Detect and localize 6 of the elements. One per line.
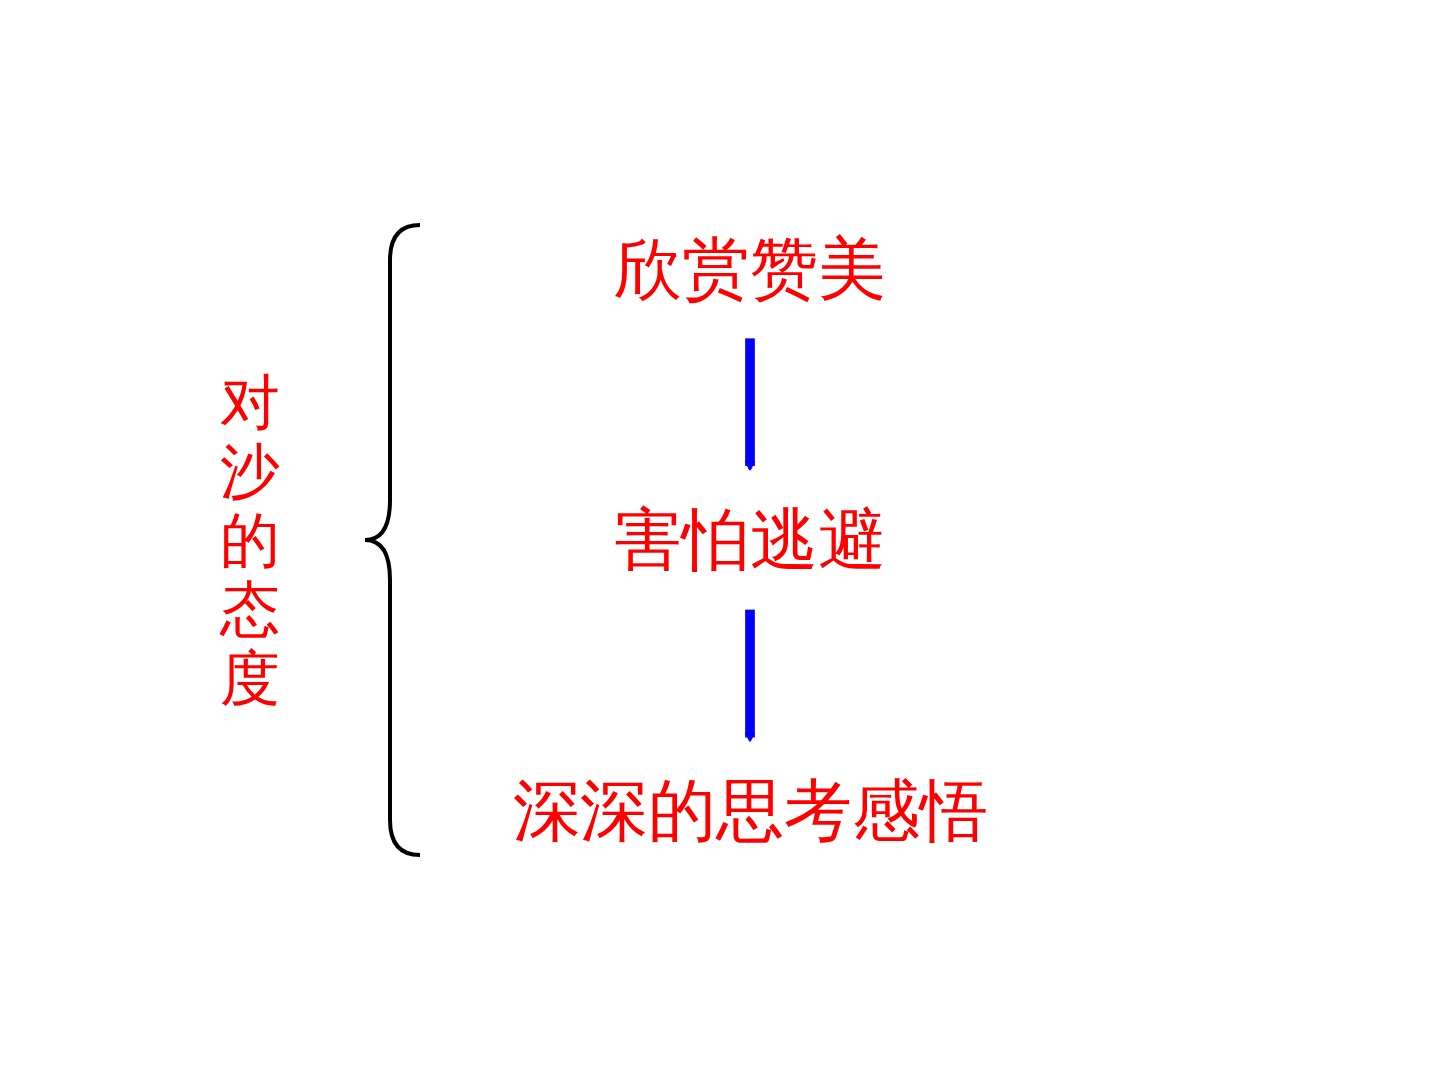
vertical-label: 对沙的态度 (220, 367, 280, 713)
node-text: 欣赏赞美 (614, 228, 886, 308)
node-text: 深深的思考感悟 (512, 771, 988, 851)
arrow (744, 337, 756, 472)
node-text: 害怕逃避 (614, 500, 886, 579)
arrow (744, 609, 756, 743)
